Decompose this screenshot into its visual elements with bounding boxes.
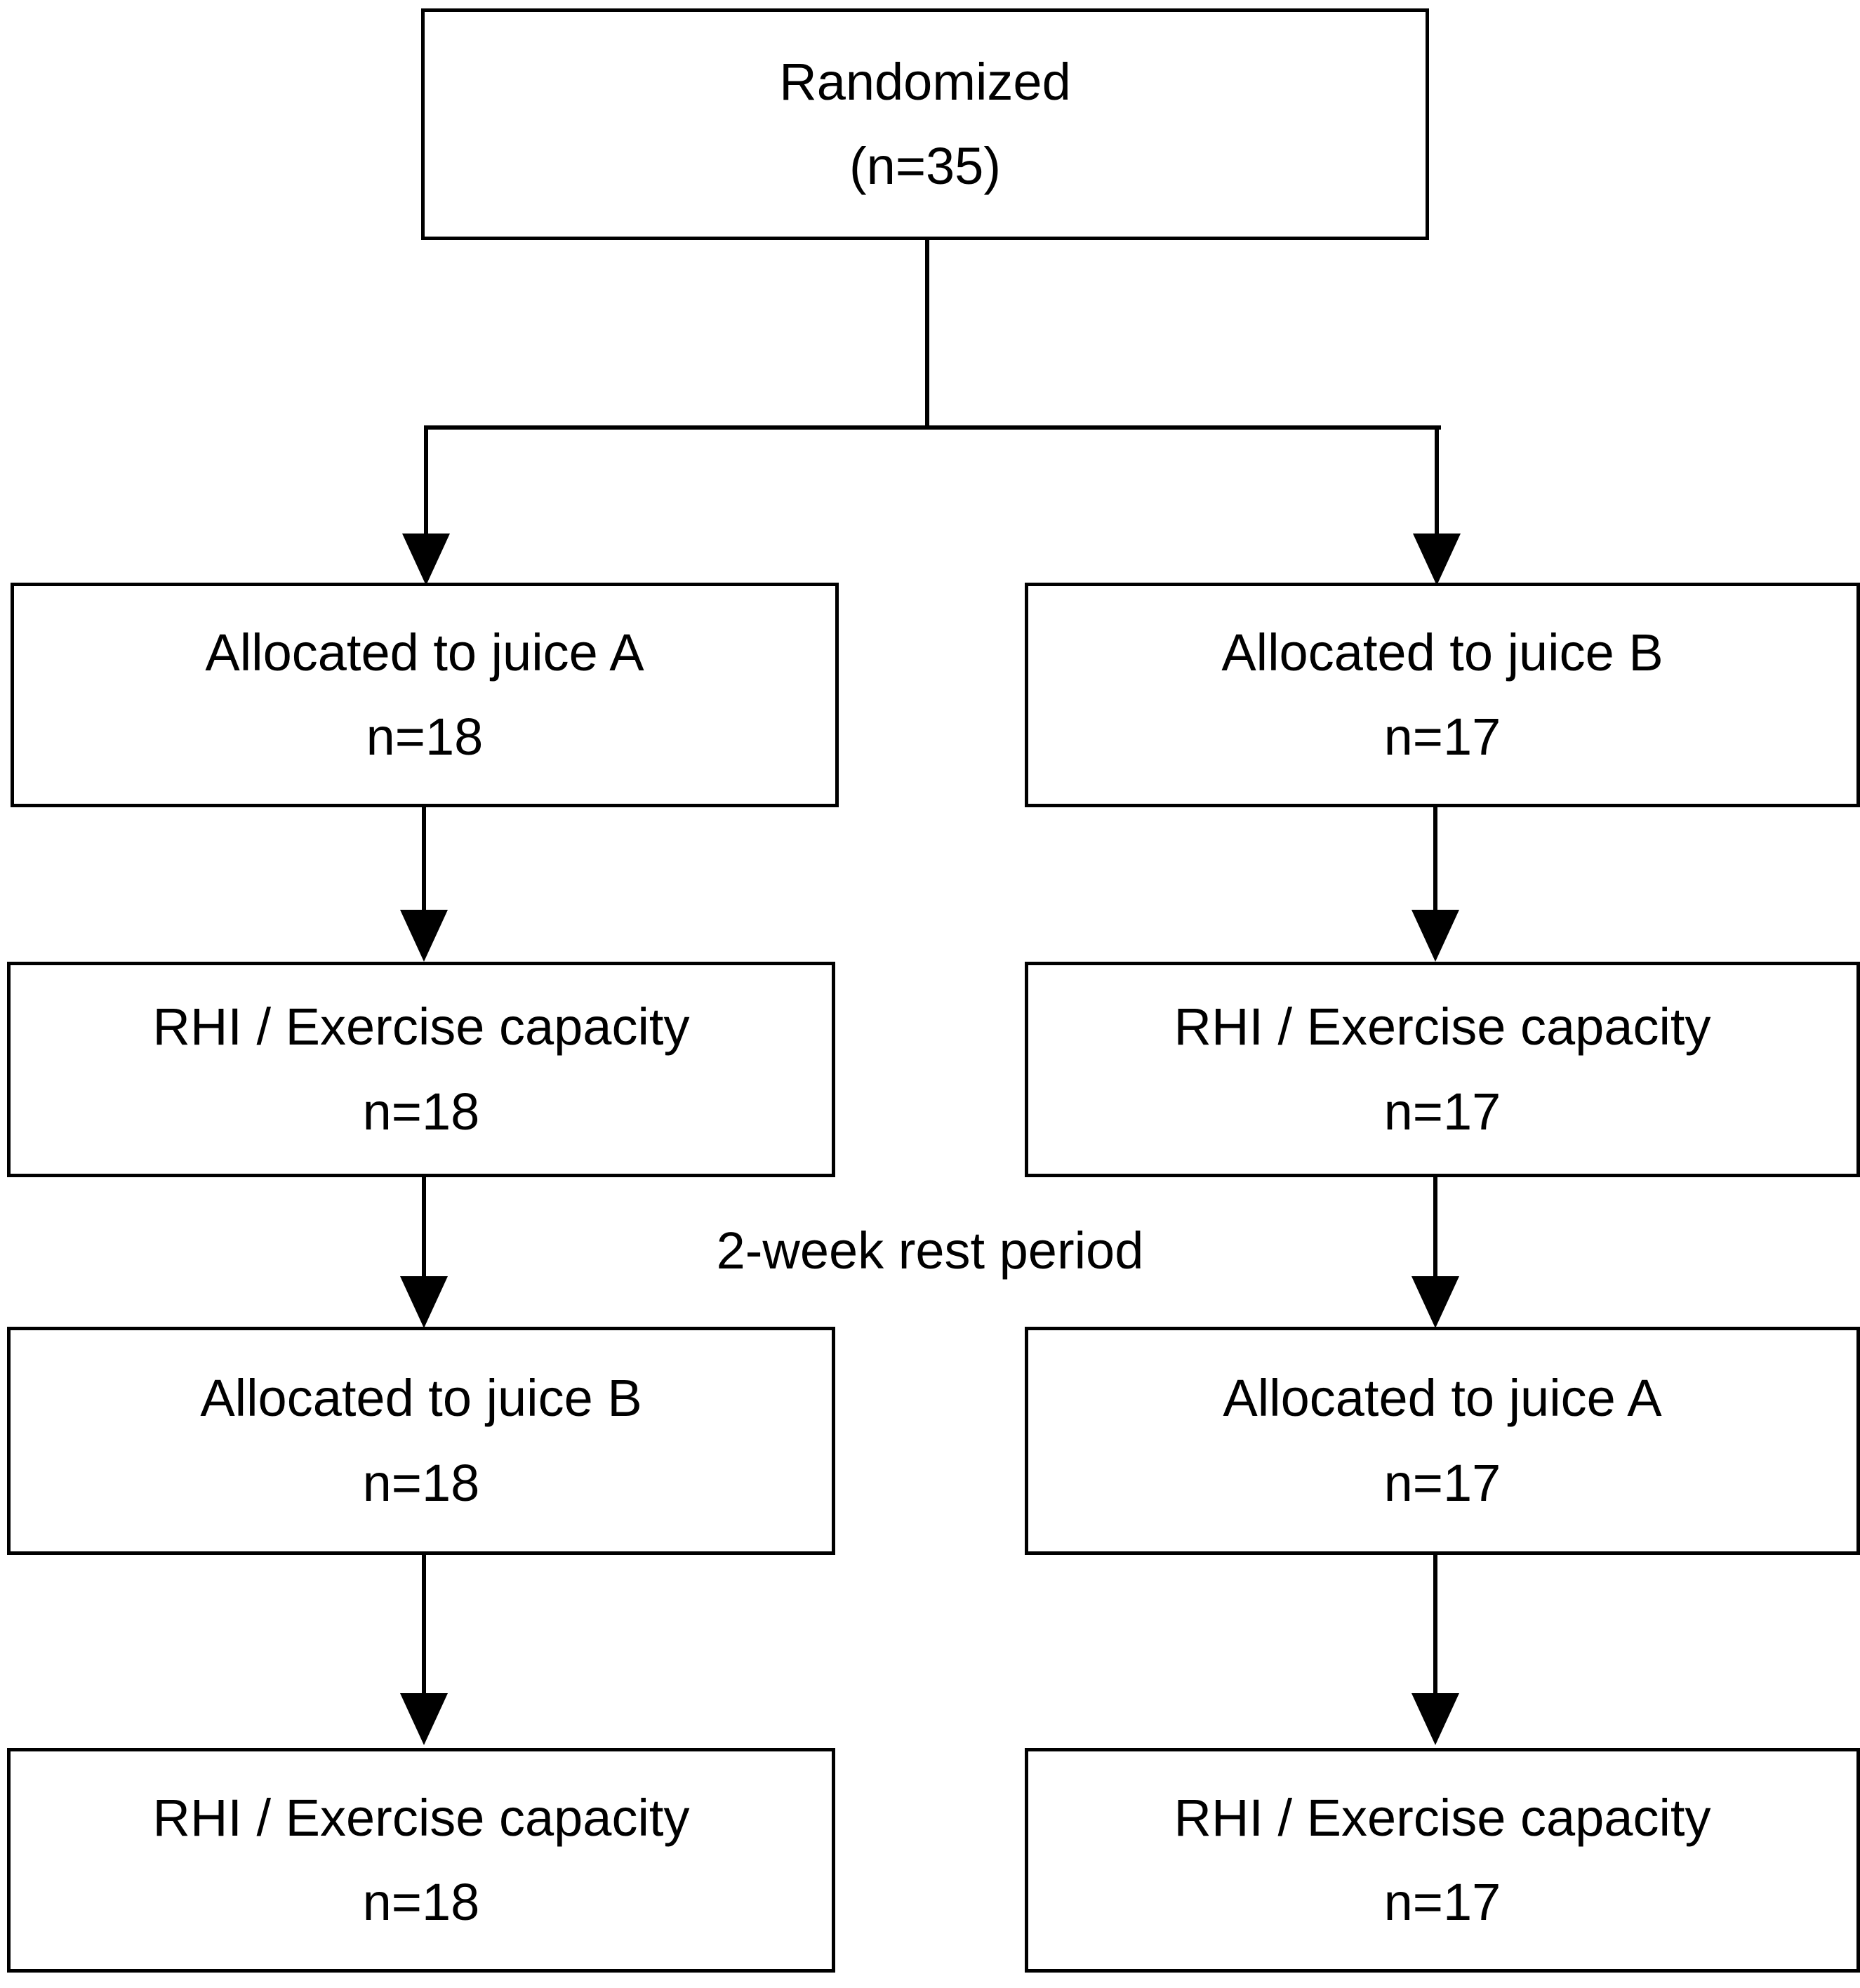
node-outcome-period2-left-line2: n=18 <box>362 1873 480 1931</box>
node-outcome-period2-right: RHI / Exercise capacity n=17 <box>1025 1748 1860 1973</box>
node-allocation-period2-right-line2: n=17 <box>1383 1453 1501 1512</box>
node-outcome-period1-right: RHI / Exercise capacity n=17 <box>1025 962 1860 1177</box>
node-allocation-period1-left-line2: n=18 <box>366 708 484 766</box>
node-randomized: Randomized (n=35) <box>421 8 1429 240</box>
node-allocation-period1-right-line2: n=17 <box>1383 708 1501 766</box>
node-allocation-period1-right-line1: Allocated to juice B <box>1221 623 1663 682</box>
arrowhead-to-r5-right <box>1411 1693 1459 1745</box>
connector-r3-to-r4-right <box>1433 1177 1437 1281</box>
node-allocation-period2-left-line2: n=18 <box>362 1453 480 1512</box>
connector-r3-to-r4-left <box>422 1177 426 1281</box>
node-allocation-period2-left: Allocated to juice B n=18 <box>7 1327 835 1555</box>
node-allocation-period1-left: Allocated to juice A n=18 <box>11 583 839 807</box>
node-allocation-period2-right: Allocated to juice A n=17 <box>1025 1327 1860 1555</box>
connector-r2-to-r3-left <box>422 807 426 913</box>
connector-randomized-stem <box>925 239 929 430</box>
arrowhead-to-r5-left <box>400 1693 448 1745</box>
node-allocation-period2-right-line1: Allocated to juice A <box>1223 1369 1662 1428</box>
node-outcome-period1-left-line1: RHI / Exercise capacity <box>152 998 690 1056</box>
connector-r4-to-r5-right <box>1433 1555 1437 1695</box>
arrowhead-to-r4-right <box>1411 1276 1459 1328</box>
node-outcome-period1-left: RHI / Exercise capacity n=18 <box>7 962 835 1177</box>
node-outcome-period2-right-line2: n=17 <box>1383 1873 1501 1931</box>
arrowhead-to-r2-right <box>1413 534 1461 585</box>
connector-r4-to-r5-left <box>422 1555 426 1695</box>
connector-split-left-stem <box>424 425 428 538</box>
connector-split-bar <box>424 425 1441 430</box>
node-allocation-period2-left-line1: Allocated to juice B <box>200 1369 642 1428</box>
node-outcome-period1-left-line2: n=18 <box>362 1082 480 1141</box>
node-randomized-line1: Randomized <box>779 52 1071 111</box>
connector-r2-to-r3-right <box>1433 807 1437 913</box>
node-outcome-period2-left: RHI / Exercise capacity n=18 <box>7 1748 835 1973</box>
arrowhead-to-r3-right <box>1411 910 1459 962</box>
node-outcome-period1-right-line2: n=17 <box>1383 1082 1501 1141</box>
rest-period-label: 2-week rest period <box>716 1221 1144 1280</box>
node-outcome-period1-right-line1: RHI / Exercise capacity <box>1174 998 1711 1056</box>
arrowhead-to-r2-left <box>402 534 450 585</box>
node-allocation-period1-right: Allocated to juice B n=17 <box>1025 583 1860 807</box>
node-outcome-period2-left-line1: RHI / Exercise capacity <box>152 1788 690 1847</box>
arrowhead-to-r3-left <box>400 910 448 962</box>
arrowhead-to-r4-left <box>400 1276 448 1328</box>
connector-split-right-stem <box>1435 425 1439 538</box>
node-allocation-period1-left-line1: Allocated to juice A <box>205 623 644 682</box>
node-randomized-line2: (n=35) <box>849 137 1001 195</box>
node-outcome-period2-right-line1: RHI / Exercise capacity <box>1174 1788 1711 1847</box>
